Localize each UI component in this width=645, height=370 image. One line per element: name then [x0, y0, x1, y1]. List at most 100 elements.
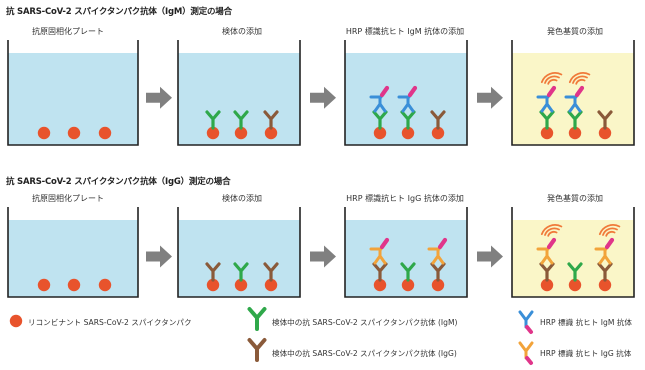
- sample-igm-antibody-shape: [233, 110, 249, 130]
- signal-arc: [540, 72, 563, 84]
- sample-igg-antibody: [263, 262, 279, 282]
- hrp-tag: [379, 237, 390, 250]
- hrp-tag: [574, 85, 585, 98]
- sample-igg-antibody-shape: [372, 262, 388, 282]
- legend-hrp-igm-icon: [518, 310, 534, 334]
- legend-antigen-label: リコンビナント SARS-CoV-2 スパイクタンパク: [28, 318, 192, 327]
- antigen-dot: [540, 278, 554, 292]
- hrp-tag: [437, 237, 448, 250]
- sample-igg-antibody-shape: [263, 110, 279, 130]
- sample-igg-antibody: [597, 110, 613, 130]
- legend-hrp-igg-label: HRP 標識 抗ヒト IgG 抗体: [540, 349, 632, 358]
- sample-igg-antibody-shape: [539, 262, 555, 282]
- antigen-dot: [37, 278, 51, 292]
- sample-igm-antibody-shape: [372, 110, 388, 130]
- hrp-igm-antibody: [536, 85, 557, 113]
- antigen-dot: [373, 278, 387, 292]
- antigen-dot: [234, 278, 248, 292]
- sample-igg-antibody-shape: [263, 262, 279, 282]
- hrp-tag: [525, 325, 533, 334]
- legend-hrp-igg-icon: [518, 341, 534, 365]
- step-label-substrate: 発色基質の添加: [547, 194, 603, 203]
- antigen-dot: [373, 126, 387, 140]
- legend-igg-sample-icon-shape: [247, 338, 267, 362]
- sample-igg-antibody: [430, 110, 446, 130]
- antigen-dot: [598, 278, 612, 292]
- well-outline: [344, 40, 468, 146]
- sample-igg-antibody-shape: [430, 262, 446, 282]
- antigen-dot: [67, 278, 81, 292]
- step-arrow-icon: [477, 86, 503, 109]
- legend-hrp-igm-label: HRP 標識 抗ヒト IgM 抗体: [540, 318, 632, 327]
- step-arrow-icon: [146, 86, 172, 109]
- legend-igm-sample-icon-shape: [247, 307, 267, 331]
- hrp-tag: [546, 85, 557, 98]
- signal-waves: [540, 72, 563, 85]
- sample-igm-antibody: [372, 110, 388, 130]
- step-label-hrp: HRP 標識抗ヒト IgM 抗体の添加: [345, 27, 465, 36]
- well-outline: [7, 40, 139, 146]
- step-arrow-icon: [310, 245, 336, 268]
- antigen-dot: [401, 126, 415, 140]
- antigen-dot: [568, 278, 582, 292]
- legend-igm-sample-label: 検体中の抗 SARS-CoV-2 スパイクタンパク抗体 (IgM): [272, 318, 458, 327]
- well-outline: [177, 207, 301, 298]
- legend-igg-sample-icon: [247, 338, 267, 362]
- sample-igm-antibody-shape: [567, 262, 583, 282]
- well-outline: [7, 207, 139, 298]
- hrp-igg-antibody: [427, 237, 448, 265]
- signal-arc: [598, 224, 621, 236]
- signal-arc: [540, 224, 563, 236]
- section-title-igg: 抗 SARS-CoV-2 スパイクタンパク抗体（IgG）測定の場合: [6, 177, 231, 187]
- sample-igg-antibody-shape: [597, 110, 613, 130]
- sample-igm-antibody-shape: [567, 110, 583, 130]
- sample-igm-antibody: [233, 262, 249, 282]
- antigen-dot: [9, 314, 23, 328]
- sample-igg-antibody-shape: [205, 262, 221, 282]
- sample-igg-antibody: [430, 262, 446, 282]
- antigen-dot: [264, 278, 278, 292]
- hrp-igg-antibody: [594, 237, 615, 265]
- hrp-tag: [379, 85, 390, 98]
- sample-igm-antibody: [539, 110, 555, 130]
- hrp-tag: [546, 237, 557, 250]
- sample-igm-antibody-shape: [539, 110, 555, 130]
- antigen-dot: [67, 126, 81, 140]
- sample-igm-antibody: [567, 110, 583, 130]
- well-outline: [177, 40, 301, 146]
- sample-igg-antibody: [205, 262, 221, 282]
- step-label-sample: 検体の添加: [222, 194, 262, 203]
- signal-arc: [602, 227, 618, 236]
- legend-igg-sample-label: 検体中の抗 SARS-CoV-2 スパイクタンパク抗体 (IgG): [272, 349, 457, 358]
- antigen-dot: [98, 278, 112, 292]
- sample-igg-antibody: [372, 262, 388, 282]
- hrp-igg-antibody: [369, 237, 390, 265]
- antigen-dot: [401, 278, 415, 292]
- signal-arc: [605, 230, 616, 237]
- signal-arc: [575, 78, 586, 85]
- sample-igm-antibody: [567, 262, 583, 282]
- signal-arc: [572, 75, 588, 84]
- antigen-dot: [568, 126, 582, 140]
- sample-igg-antibody: [539, 262, 555, 282]
- antigen-dot: [540, 126, 554, 140]
- signal-waves: [568, 72, 591, 85]
- antigen-dot: [98, 126, 112, 140]
- step-arrow-icon: [146, 245, 172, 268]
- step-label-plate: 抗原固相化プレート: [32, 27, 104, 36]
- signal-arc: [544, 75, 560, 84]
- signal-waves: [540, 224, 563, 237]
- hrp-igg-antibody: [536, 237, 557, 265]
- step-label-sample: 検体の添加: [222, 27, 262, 36]
- step-arrow-icon: [310, 86, 336, 109]
- signal-arc: [544, 227, 560, 236]
- step-label-substrate: 発色基質の添加: [547, 27, 603, 36]
- sample-igg-antibody: [597, 262, 613, 282]
- well-outline: [511, 40, 635, 146]
- hrp-tag: [525, 356, 533, 365]
- antigen-dot: [431, 278, 445, 292]
- antigen-dot: [37, 126, 51, 140]
- antigen-dot: [206, 278, 220, 292]
- step-label-hrp: HRP 標識抗ヒト IgG 抗体の添加: [346, 194, 464, 203]
